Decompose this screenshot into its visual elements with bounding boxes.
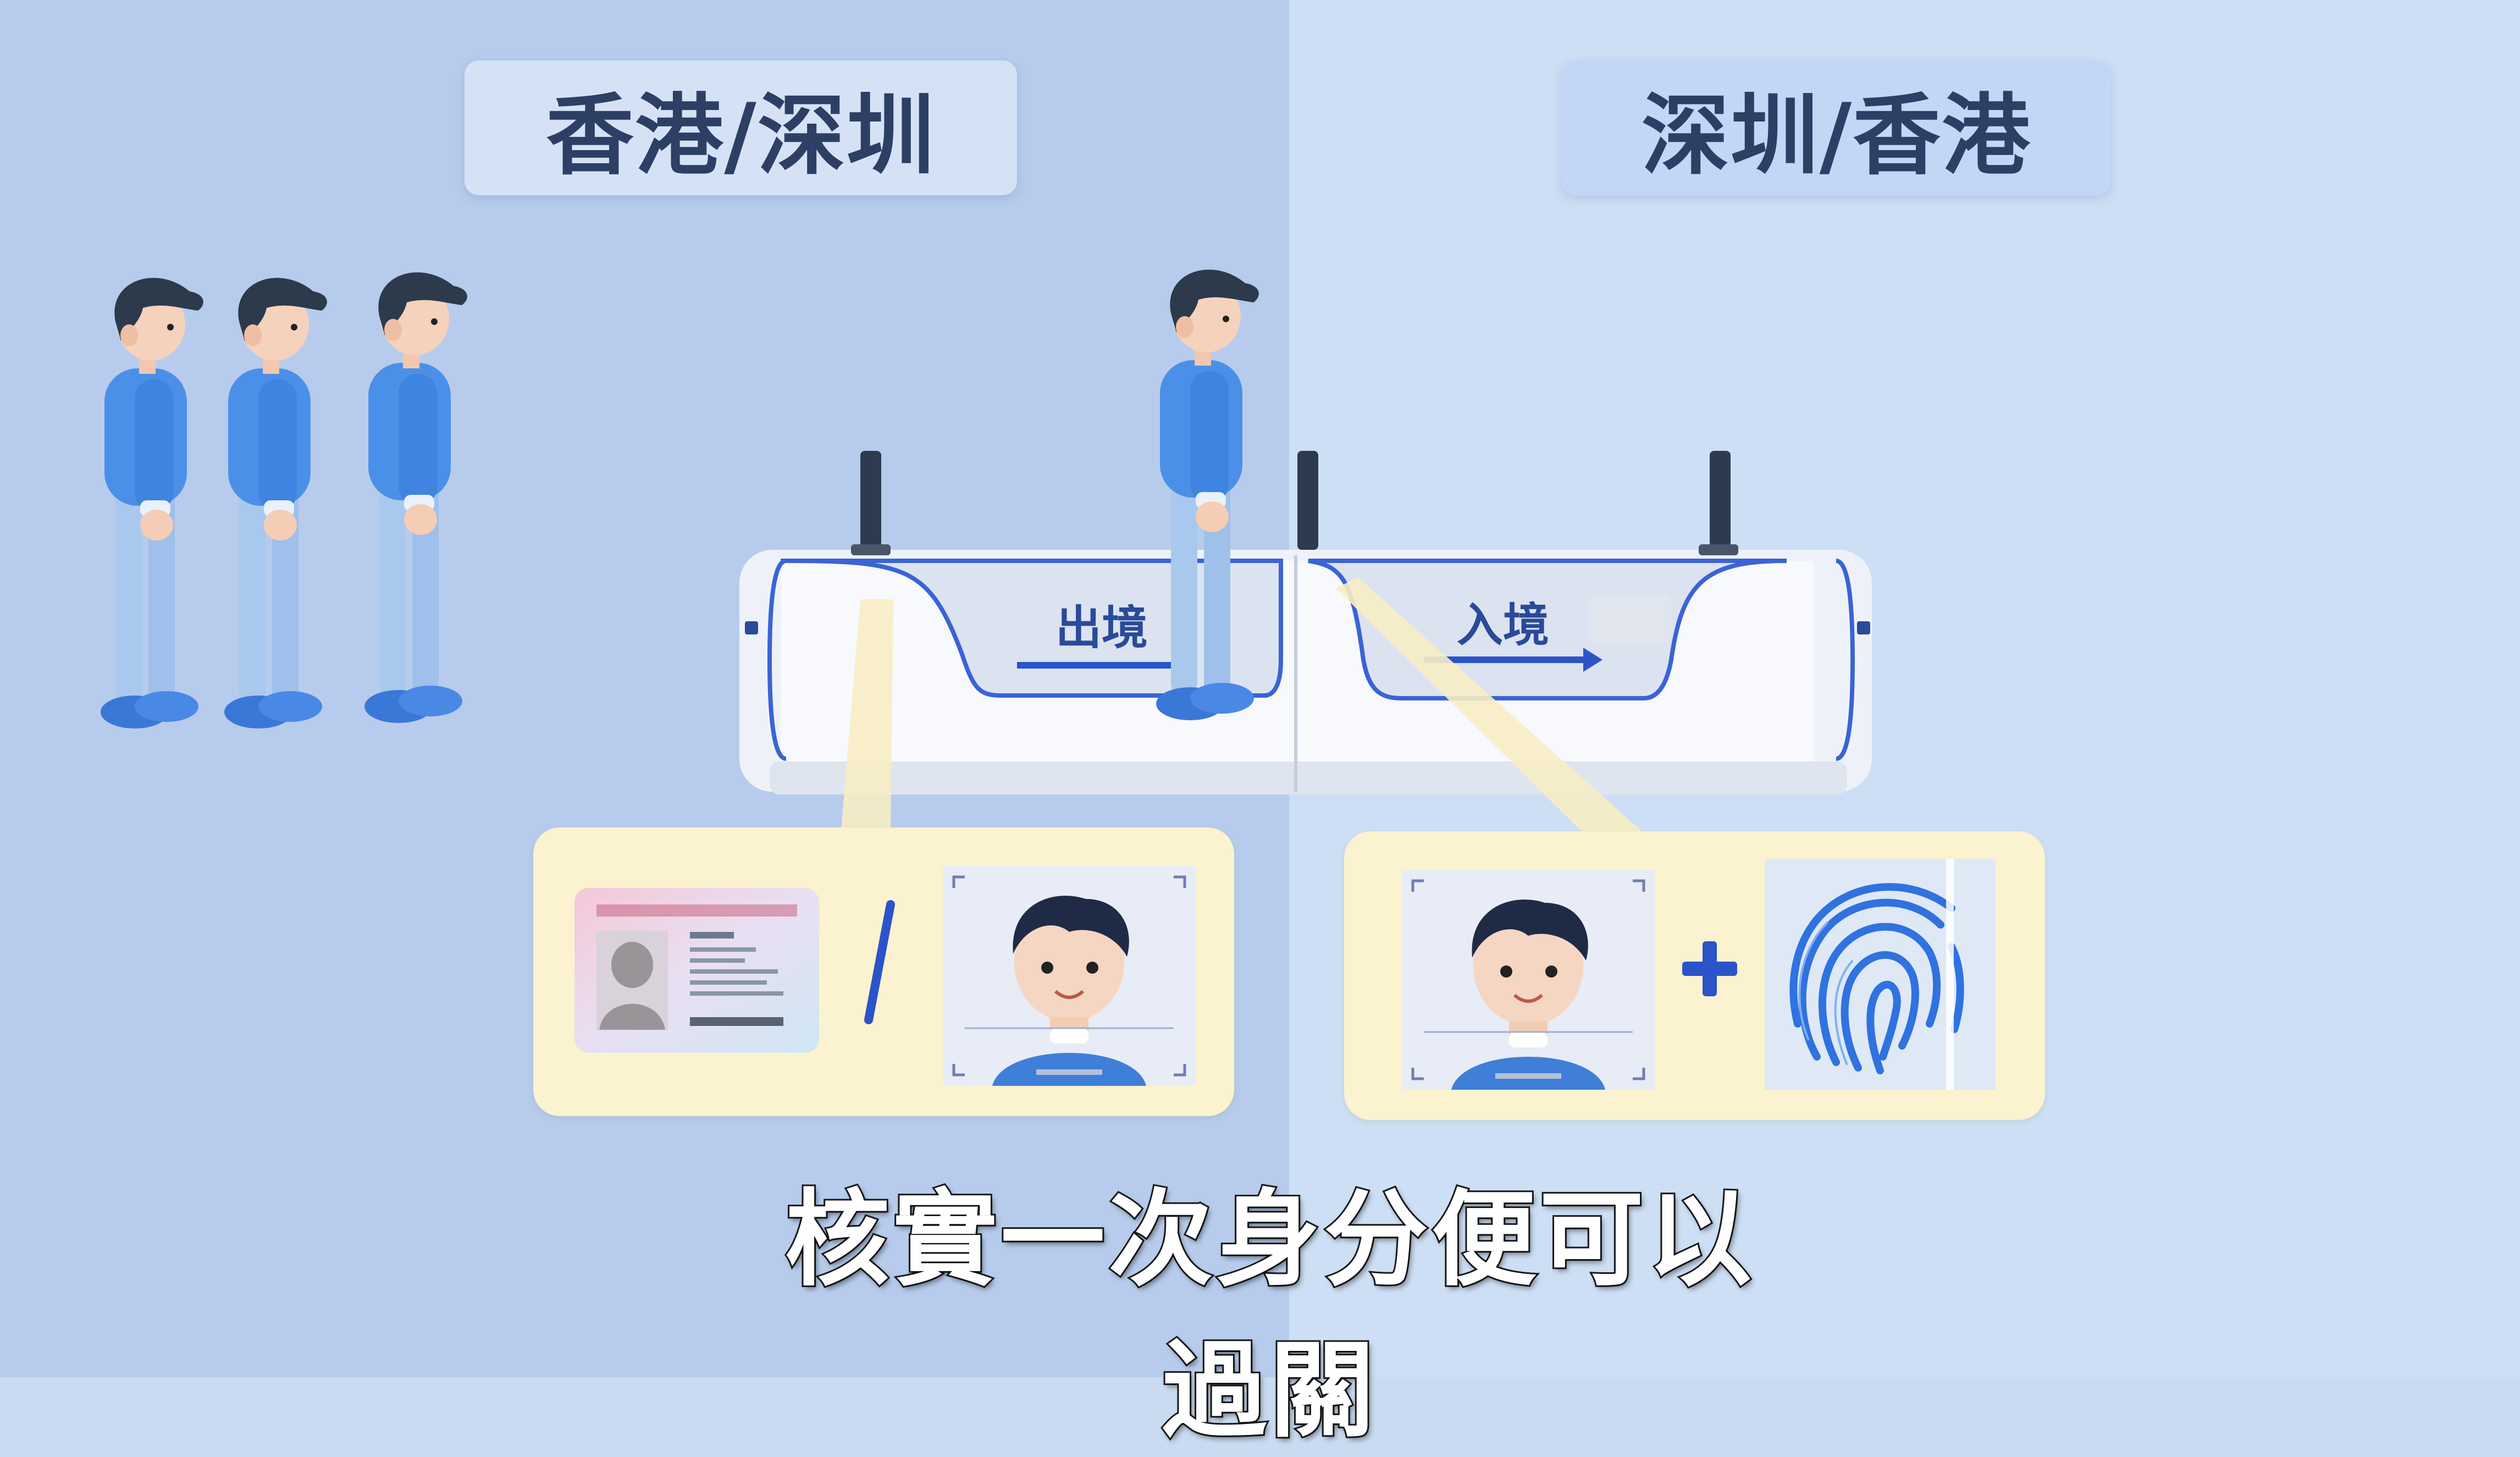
fingerprint-icon	[1765, 859, 1996, 1090]
right-verification-callout	[1344, 831, 2045, 1120]
traveller-figure-2	[224, 278, 327, 729]
traveller-figure-1	[101, 278, 203, 729]
face-scan-icon	[943, 866, 1196, 1086]
e-channel-gate-icon	[739, 451, 1872, 794]
right-callout-pointer	[1336, 577, 1644, 833]
or-separator	[864, 900, 895, 1024]
plus-icon	[1682, 941, 1737, 996]
left-verification-callout	[533, 827, 1234, 1116]
traveller-figure-3	[364, 272, 467, 724]
entry-label: 入境	[1457, 598, 1550, 652]
face-scan-icon	[1402, 870, 1655, 1090]
left-region-title: 香港/深圳	[465, 60, 1017, 195]
id-card-icon	[574, 888, 819, 1053]
exit-label: 出境	[1055, 601, 1148, 655]
right-region-title: 深圳/香港	[1561, 60, 2111, 195]
illustration-scene: 香港/深圳 深圳/香港	[0, 0, 2111, 1453]
scene-artwork	[101, 269, 1872, 833]
subtitle-caption: 核實一次身分便可以過關	[783, 1177, 1755, 1453]
left-callout-pointer	[841, 599, 893, 830]
